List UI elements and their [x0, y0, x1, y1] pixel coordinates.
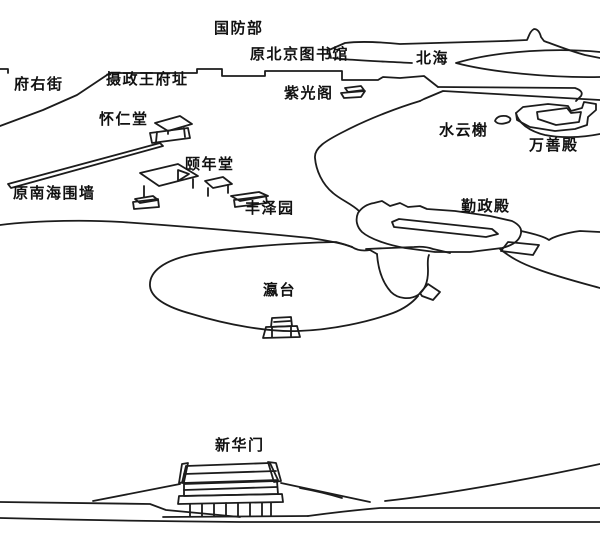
label-ziguangge: 紫光阁: [284, 85, 334, 102]
nanhai-old-wall: [7, 142, 164, 189]
side-hall-roof: [204, 176, 233, 189]
huairentang-posts: [155, 127, 186, 143]
label-shezhengwang-fuzhi: 摄政王府址: [106, 71, 189, 88]
xinhuamen-roof-mid-line: [183, 470, 277, 475]
yingtai-pavilion-eave-line: [273, 320, 291, 323]
label-fuyoujie: 府右街: [14, 76, 64, 93]
yingtai-pavilion-base-posts: [271, 325, 292, 338]
street-right-inner-curve: [299, 487, 343, 499]
yiniantang-gable: [177, 169, 190, 182]
label-yuan-beijing-tushuguan: 原北京图书馆: [250, 46, 350, 63]
north-boundary-stepped-line: [109, 68, 439, 88]
top-left-boundary-tick: [0, 68, 9, 74]
beihai-bridge-lower-line: [419, 90, 600, 102]
xinhuamen-pillars: [189, 502, 272, 517]
beihai-lake-outline: [455, 49, 600, 79]
xinhuamen-base-slab: [177, 493, 284, 505]
xinhuamen-roof-left-tab: [178, 462, 189, 484]
zhonghai-west-shore: [314, 100, 421, 212]
yingtai-pavilion-base: [262, 325, 301, 339]
street-lower-line: [0, 517, 600, 523]
side-hall-posts: [207, 184, 229, 197]
street-upper-right: [307, 507, 600, 517]
label-fengzeyuan: 丰泽园: [245, 200, 295, 217]
small-building-base: [132, 198, 160, 210]
shore-below-wanshandian: [515, 112, 600, 139]
yingtai-east-knob: [419, 283, 441, 301]
street-rising-right-curve: [384, 463, 600, 502]
east-shore-lower: [499, 248, 600, 289]
label-beihai: 北海: [416, 50, 450, 67]
fengzeyuan-body: [233, 195, 268, 208]
east-shore-upper: [520, 230, 600, 241]
yingtai-island-outline: [149, 241, 419, 332]
beihai-bridge-upper-line: [437, 86, 583, 102]
label-wanshandian: 万善殿: [529, 137, 579, 154]
huairentang-roof: [154, 115, 193, 132]
street-wall-right-diagonal: [280, 482, 371, 503]
yingtai-bay-inlet: [376, 253, 430, 299]
qinzhengdian-side-court: [500, 241, 540, 256]
huairentang-base: [149, 127, 191, 144]
street-upper-left: [0, 501, 241, 518]
label-xinhuamen: 新华门: [215, 437, 265, 454]
beihai-inner-shore-line: [332, 57, 413, 64]
street-wall-left-diagonal: [92, 483, 181, 502]
qinzhengdian-hall-outline: [391, 218, 499, 238]
ziguangge-icon-body: [340, 90, 366, 99]
ziguangge-icon-roof: [344, 85, 365, 93]
yiniantang-posts: [143, 178, 194, 198]
fuyou-street-line: [0, 72, 111, 127]
label-qinzhengdian: 勤政殿: [461, 198, 511, 215]
label-huairentang: 怀仁堂: [99, 111, 149, 128]
label-yuan-nanhai-weiqiang: 原南海围墙: [13, 185, 96, 202]
shuiyunxie-islet: [494, 114, 512, 125]
yingtai-bridge-lower: [351, 246, 378, 255]
wanshandian-island-outline: [515, 101, 597, 132]
label-yiniantang: 颐年堂: [185, 156, 235, 173]
xinhuamen-roof-right-tab: [267, 461, 282, 483]
wanshandian-hall-outline: [536, 107, 582, 126]
label-yingtai: 瀛台: [263, 282, 297, 299]
xinhuamen-band-line: [183, 486, 278, 491]
label-guofangbu: 国防部: [214, 20, 264, 37]
label-shuiyunxie: 水云榭: [439, 122, 489, 139]
beihai-north-shore: [328, 28, 600, 59]
yiniantang-roof: [139, 163, 199, 187]
qinzhengdian-compound-outline: [355, 200, 523, 253]
nanhai-north-shore: [0, 219, 353, 248]
xinhuamen-roof: [181, 462, 279, 484]
yingtai-bridge-upper: [365, 245, 451, 254]
